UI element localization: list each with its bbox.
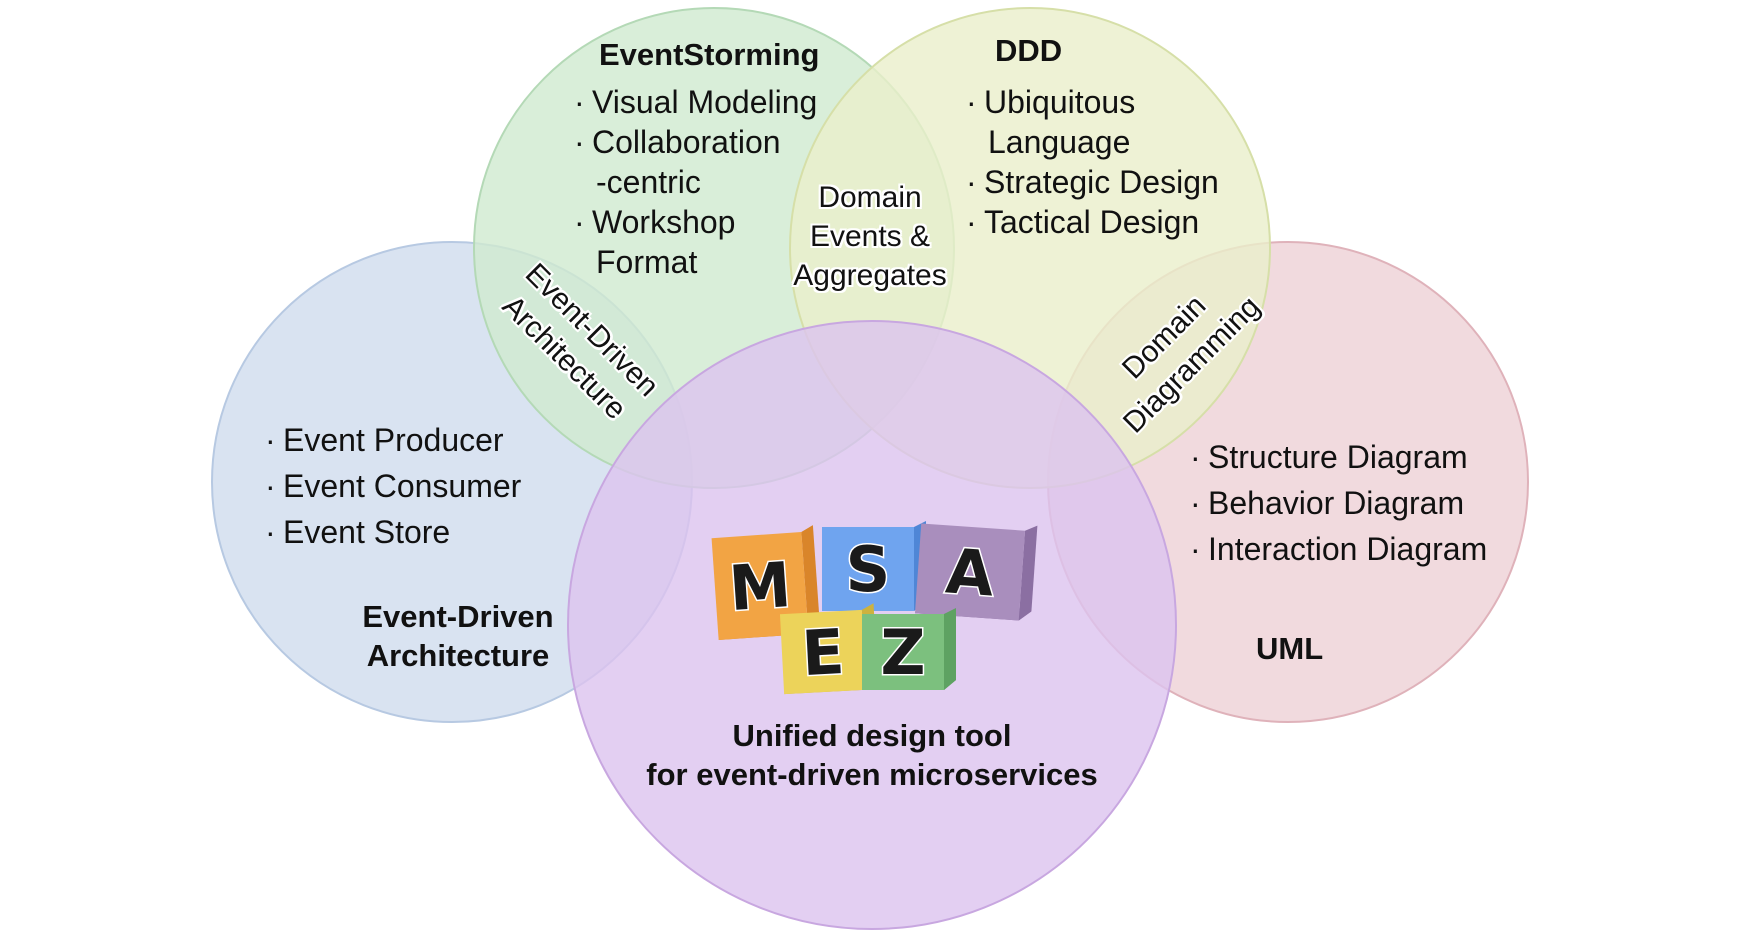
logo-block: S (822, 521, 926, 611)
logo-block: Z (862, 608, 956, 691)
logo-letter: A (943, 534, 996, 610)
logo-letter: E (800, 615, 846, 690)
logo-letter: M (727, 548, 794, 625)
logo-letter: Z (881, 616, 926, 689)
logo-block: A (914, 523, 1038, 621)
logo-letter: S (846, 533, 891, 606)
